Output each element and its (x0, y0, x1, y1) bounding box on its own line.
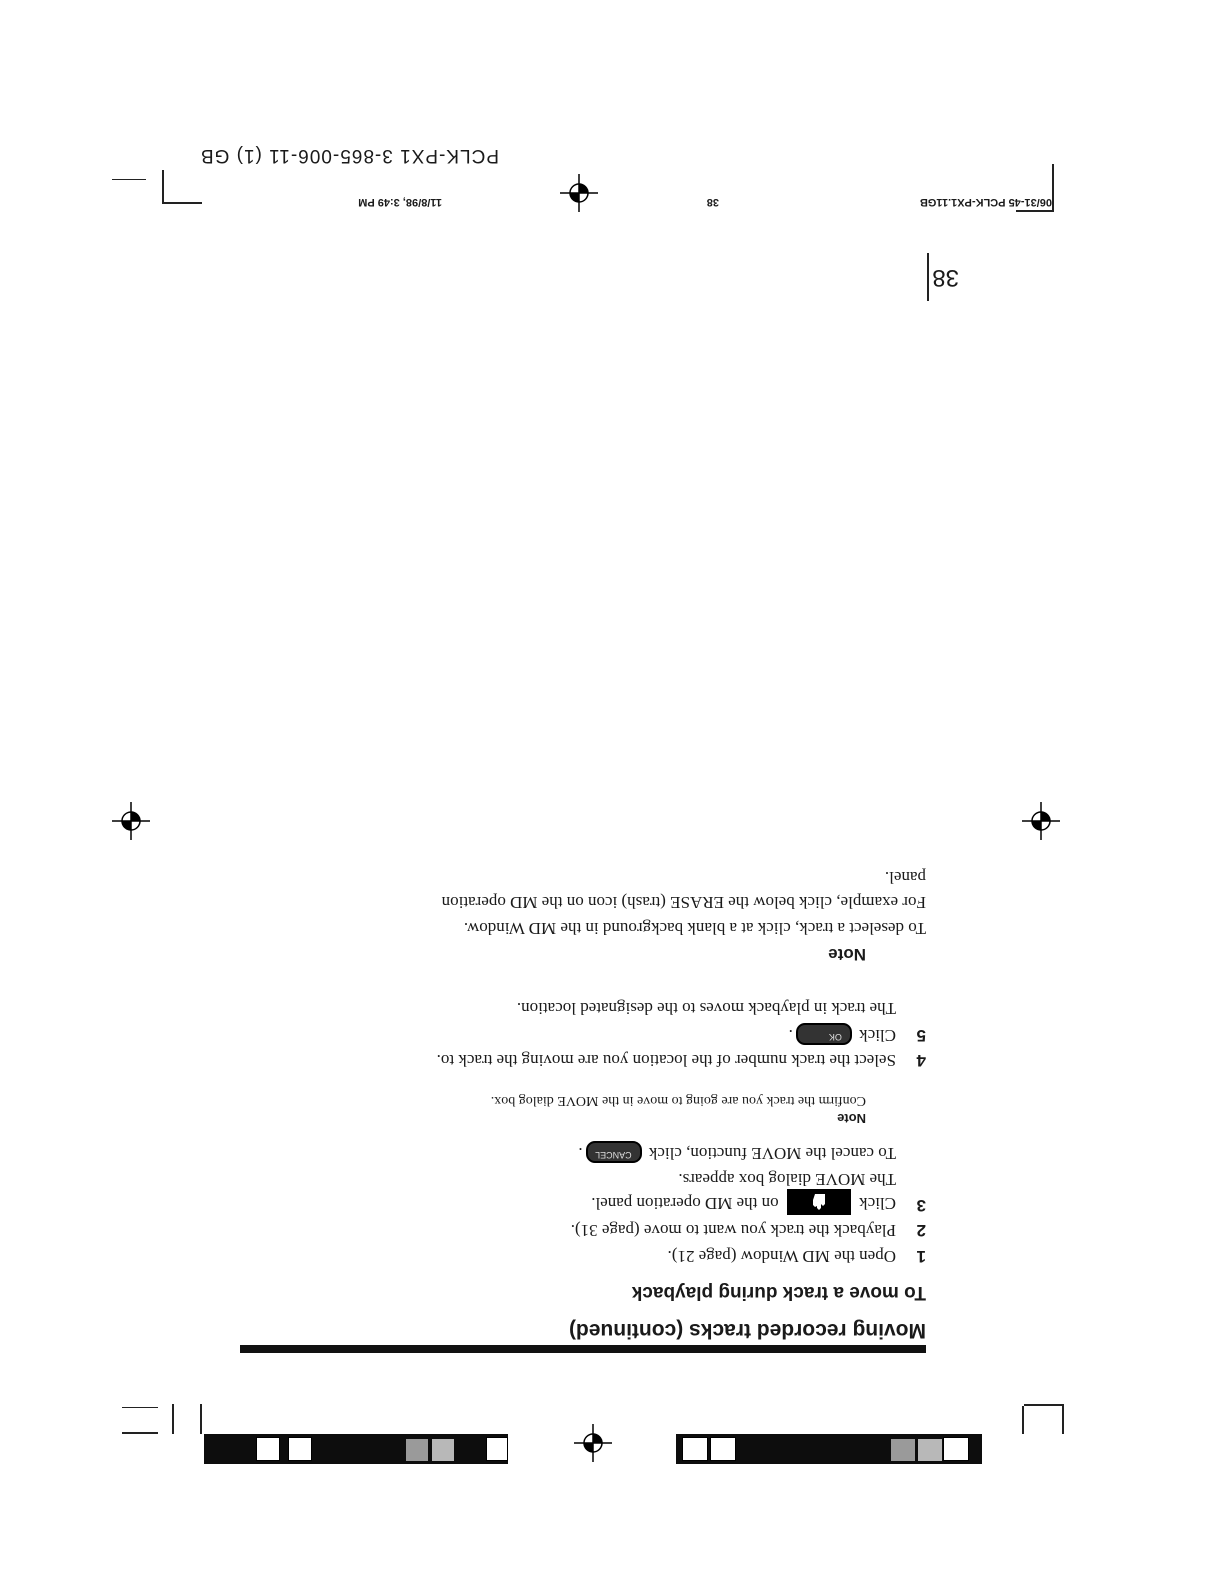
step-text: Playback the track you want to move (pag… (570, 1221, 896, 1240)
ok-button[interactable]: OK (795, 1022, 852, 1045)
color-bar-cell (710, 1437, 736, 1461)
step-text-after: on the MD operation panel. (591, 1194, 779, 1214)
color-bar-cell (256, 1437, 280, 1461)
step-text-before: Click (859, 1026, 896, 1045)
cancel-instruction: To cancel the MOVE function, click (648, 1144, 896, 1163)
registration-mark-icon (112, 802, 150, 840)
folio-file: 06/31-45 PCLK-PX1.11GB (919, 196, 1052, 208)
registration-mark-icon (1022, 802, 1060, 840)
crop-mark (112, 179, 146, 180)
color-bar-cell (918, 1439, 942, 1461)
step-number: 3 (916, 1196, 926, 1215)
crop-mark (162, 202, 202, 204)
crop-mark (200, 1404, 202, 1434)
note-line-3: panel. (884, 868, 926, 887)
color-bar-cell (943, 1437, 969, 1461)
document-code: PCLK-PX1 3-865-006-11 (1) GB (199, 145, 499, 166)
small-note-text: Confirm the track you are going to move … (490, 1093, 866, 1108)
page-number: 38 (932, 264, 959, 291)
color-bar-cell (432, 1439, 454, 1461)
section-subheading: To move a track during playback (631, 1282, 926, 1303)
step-text: Click on the MD operation panel. (591, 1189, 896, 1215)
crop-mark (1052, 164, 1054, 212)
step-number: 1 (916, 1247, 926, 1266)
crop-mark (172, 1404, 174, 1434)
crop-mark (1024, 1404, 1064, 1406)
section-title: Moving recorded tracks (continued) (568, 1319, 926, 1342)
move-button[interactable] (786, 1189, 851, 1215)
step-text: Open the MD Window (page 21). (667, 1247, 896, 1266)
registration-mark-icon (574, 1424, 612, 1462)
step-3-cancel: To cancel the MOVE function, click CANCE… (578, 1140, 896, 1163)
step-number: 4 (916, 1051, 926, 1070)
step-text-before: Click (859, 1194, 896, 1214)
step-number: 2 (916, 1221, 926, 1240)
note-line-1: To deselect a track, click at a blank ba… (463, 919, 926, 938)
color-bar-cell (682, 1437, 708, 1461)
step-text: Select the track number of the location … (436, 1051, 896, 1070)
step-text-after: . (788, 1026, 793, 1045)
cancel-button[interactable]: CANCEL (585, 1140, 642, 1163)
folio-date: 11/8/98, 3:49 PM (358, 196, 442, 208)
color-bar-right (204, 1434, 508, 1464)
registration-mark-icon (560, 174, 598, 212)
note-line-2: For example, click below the ERASE (tras… (441, 893, 926, 912)
small-note-heading: Note (837, 1111, 866, 1126)
crop-mark (1022, 1406, 1024, 1434)
crop-mark (122, 1407, 158, 1408)
color-bar-cell (406, 1439, 428, 1461)
color-bar-cell (891, 1439, 915, 1461)
crop-mark (1016, 210, 1054, 212)
color-bar-cell (486, 1437, 508, 1461)
crop-mark (122, 1432, 158, 1434)
note-heading: Note (828, 945, 866, 964)
step-5-result: The track in playback moves to the desig… (516, 999, 896, 1018)
color-bar-cell (288, 1437, 312, 1461)
step-3-result: The MOVE dialog box appears. (678, 1170, 896, 1189)
page-number-rule (927, 253, 929, 301)
step-text: Click OK. (788, 1022, 896, 1045)
title-rule (240, 1345, 926, 1353)
step-number: 5 (916, 1026, 926, 1045)
folio-page: 38 (706, 196, 719, 208)
cancel-instruction-end: . (578, 1144, 583, 1163)
crop-mark (162, 170, 164, 204)
crop-mark (1062, 1406, 1064, 1434)
hand-move-icon (812, 1194, 825, 1210)
